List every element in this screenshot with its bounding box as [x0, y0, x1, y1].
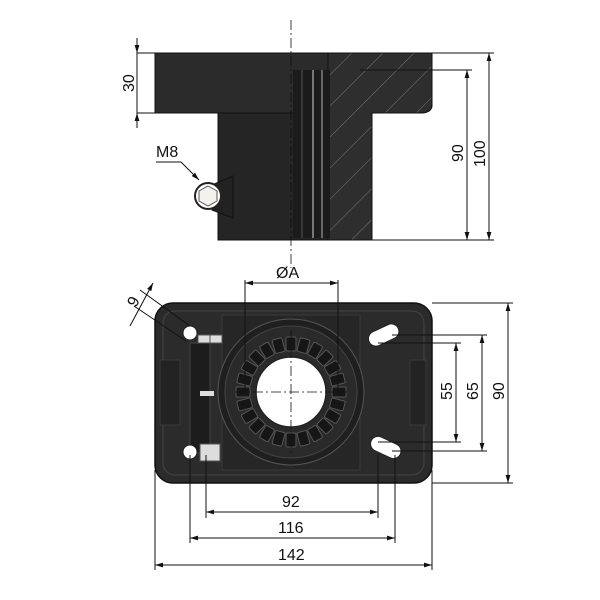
- dim-plate-width: 142: [278, 547, 305, 564]
- dim-inner-spacing-y: 55: [439, 382, 456, 400]
- ring-tooth: [307, 425, 323, 443]
- ring-tooth: [296, 337, 311, 354]
- dim-total-height: 100: [472, 140, 489, 167]
- dim-plate-height: 90: [491, 382, 508, 400]
- bolt-label: M8: [156, 144, 178, 161]
- dim-slot-width: 9: [125, 294, 144, 310]
- ring-tooth: [316, 349, 334, 367]
- ring-tooth: [324, 360, 342, 376]
- ring-tooth: [271, 337, 286, 354]
- ring-tooth: [248, 349, 266, 367]
- bottom-view: ØA 9 55 65 90 92 116 142: [125, 265, 513, 570]
- side-view: 30 90 100 M8: [121, 20, 494, 268]
- ring-tooth: [296, 430, 311, 447]
- dim-body-height: 90: [450, 144, 467, 162]
- ring-tooth: [316, 417, 334, 435]
- ring-tooth: [307, 341, 323, 359]
- ring-tooth: [248, 417, 266, 435]
- ring-tooth: [240, 408, 258, 424]
- dim-inner-spacing-x: 92: [282, 494, 300, 511]
- dim-flange-height: 30: [121, 74, 138, 92]
- ring-tooth: [324, 408, 342, 424]
- ring-tooth: [271, 430, 286, 447]
- ring-tooth: [329, 397, 346, 412]
- section-hatch: [327, 52, 433, 241]
- bore-grooves: [293, 70, 330, 238]
- dim-outer-spacing-x: 116: [278, 520, 304, 537]
- dim-outer-spacing-y: 65: [465, 382, 482, 400]
- ring-tooth: [259, 425, 275, 443]
- ring-teeth: [235, 336, 347, 448]
- ring-tooth: [329, 372, 346, 387]
- ring-tooth: [236, 397, 253, 412]
- ring-tooth: [259, 341, 275, 359]
- bolt-head-icon: [194, 182, 222, 210]
- dim-bore: ØA: [276, 265, 299, 282]
- mounting-holes: [182, 323, 402, 460]
